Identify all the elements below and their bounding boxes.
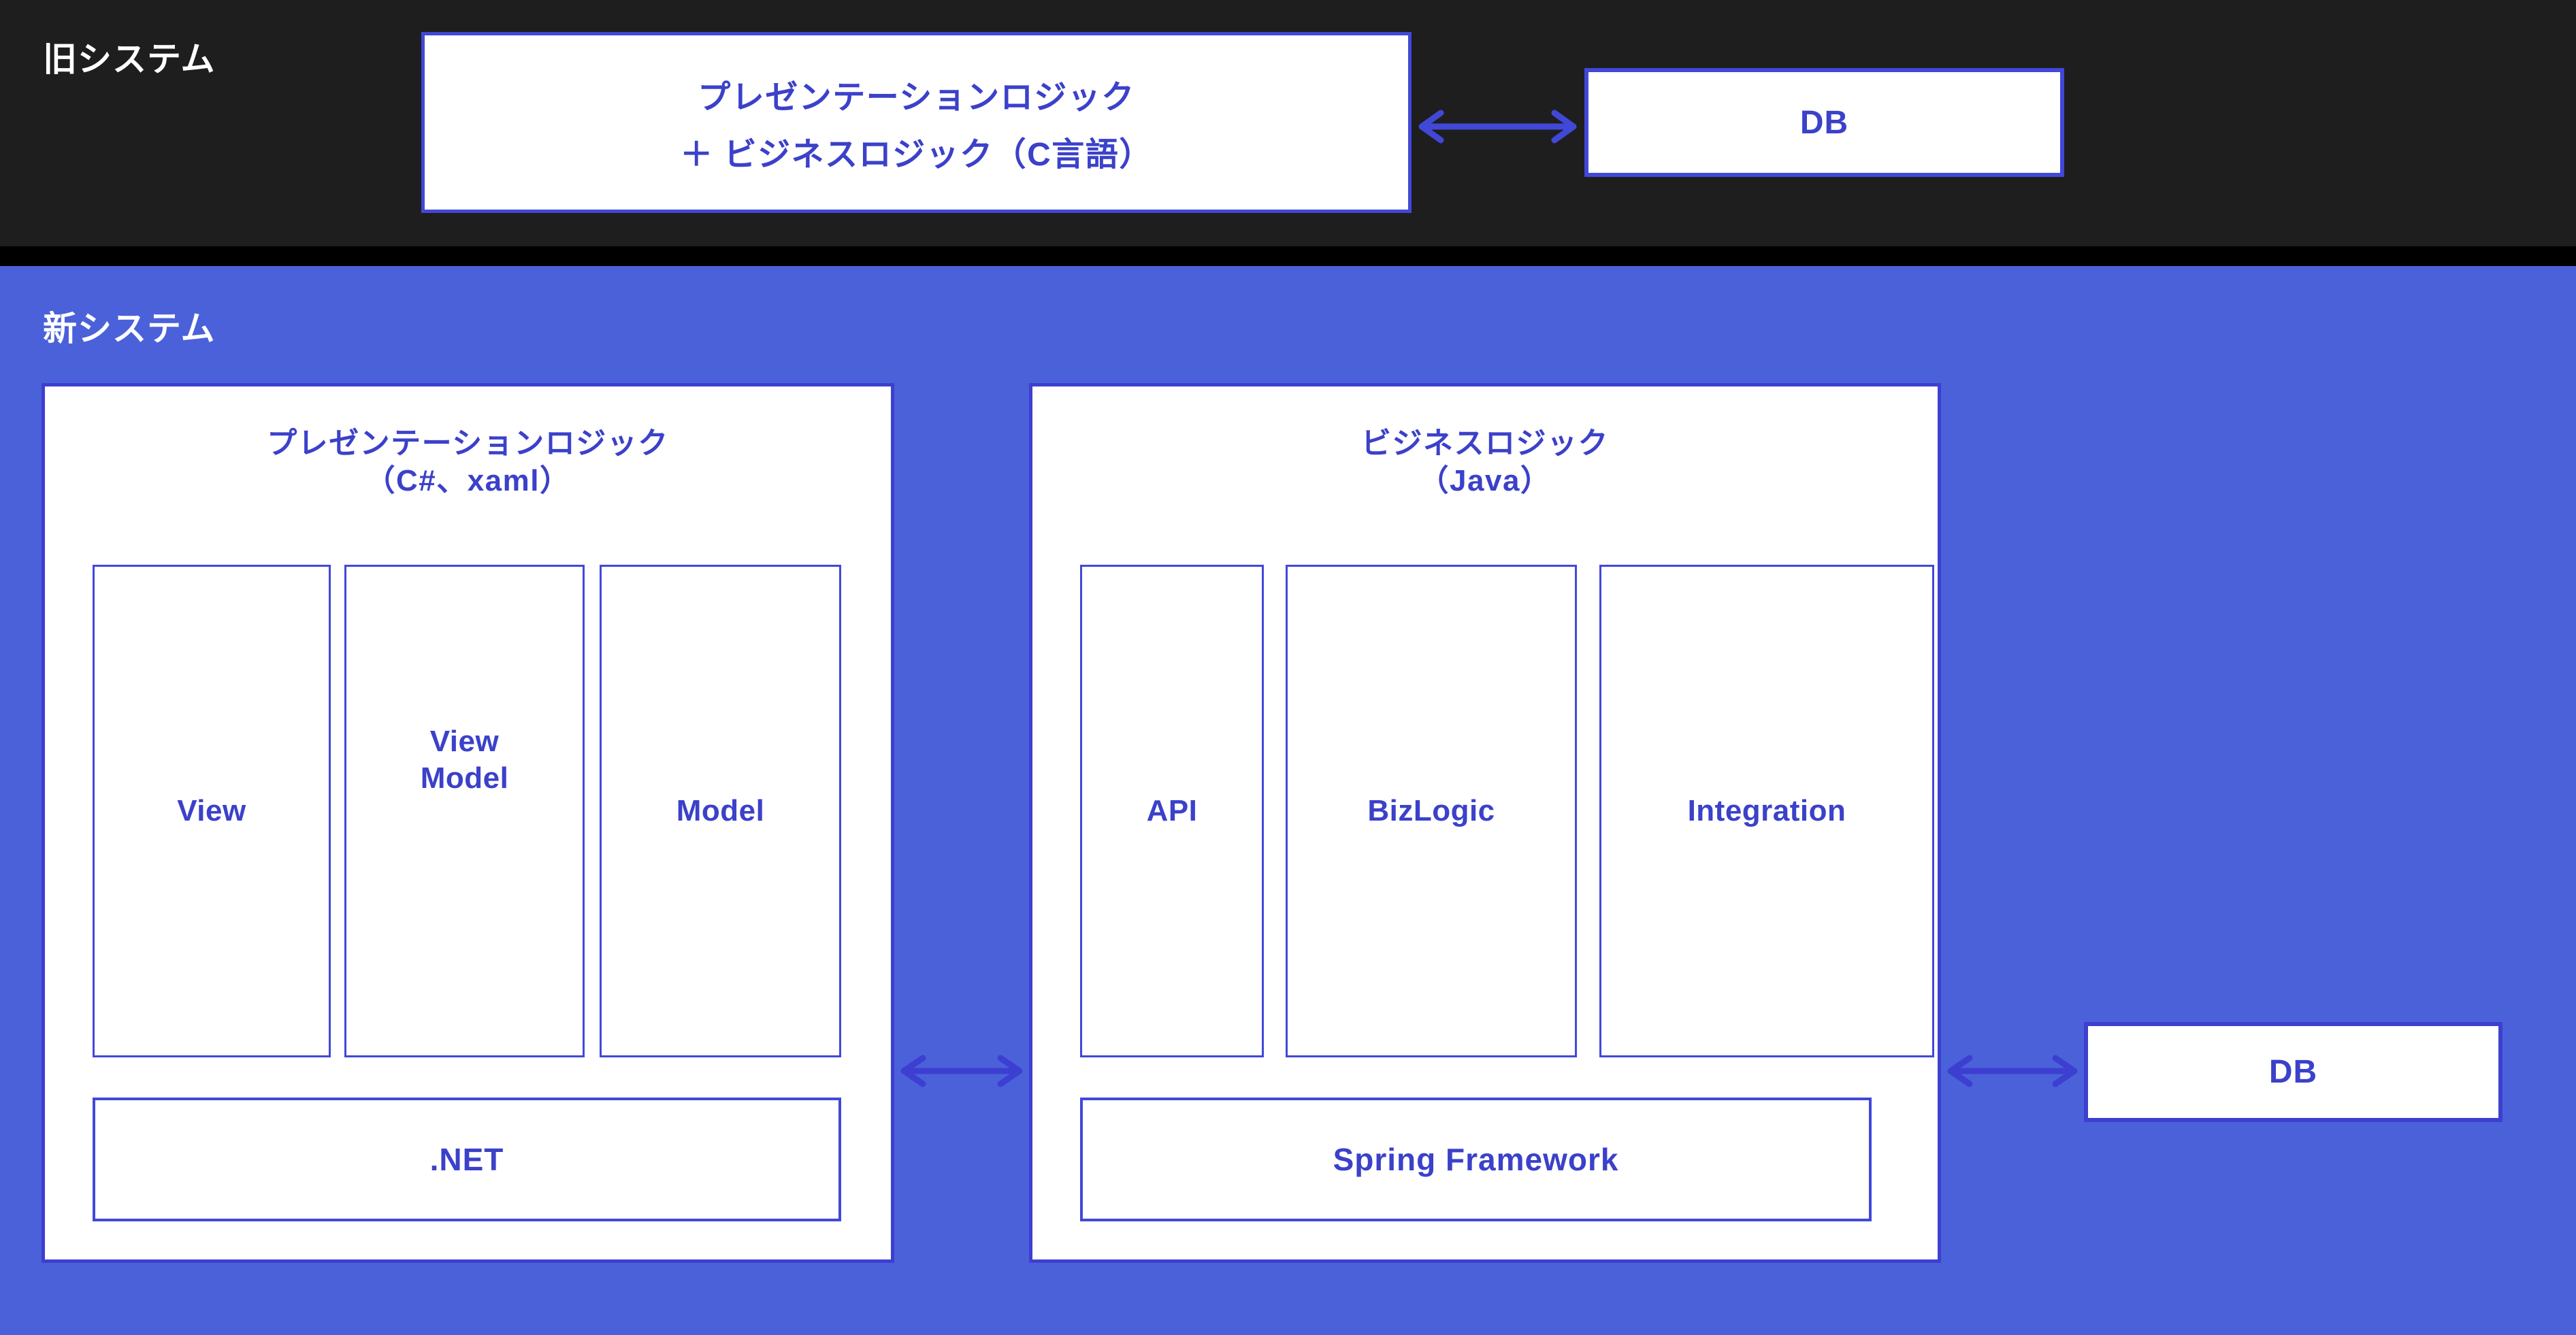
- presentation-logic-panel: プレゼンテーションロジック （C#、xaml） View View Model …: [42, 383, 894, 1263]
- business-logic-panel: ビジネスロジック （Java） API BizLogic Integration…: [1029, 383, 1941, 1263]
- new-db-label: DB: [2268, 1054, 2318, 1090]
- bidirectional-arrow-icon: [1947, 1055, 2078, 1087]
- business-title-line2: （Java）: [1418, 464, 1552, 497]
- integration-box-label: Integration: [1687, 794, 1846, 828]
- new-system-band: 新システム プレゼンテーションロジック （C#、xaml） View View …: [0, 266, 2576, 1335]
- view-box-label: View: [177, 794, 246, 828]
- new-system-label: 新システム: [43, 310, 216, 348]
- bidirectional-arrow-icon: [900, 1055, 1023, 1087]
- dotnet-framework-label: .NET: [429, 1142, 504, 1177]
- view-model-box-label: View Model: [421, 723, 509, 796]
- api-box: API: [1080, 565, 1264, 1057]
- spring-framework-box: Spring Framework: [1080, 1098, 1872, 1221]
- business-title-line1: ビジネスロジック: [1361, 427, 1609, 460]
- view-model-label-line2: Model: [420, 761, 509, 795]
- model-box-label: Model: [676, 794, 765, 828]
- old-db-label: DB: [1799, 104, 1849, 141]
- presentation-title-line2: （C#、xaml）: [365, 464, 571, 497]
- business-panel-title: ビジネスロジック （Java）: [1032, 425, 1938, 499]
- old-system-band: 旧システム プレゼンテーションロジック ＋ ビジネスロジック（C言語） DB: [0, 0, 2576, 246]
- api-box-label: API: [1146, 794, 1198, 828]
- dotnet-framework-box: .NET: [93, 1098, 841, 1221]
- view-model-box: View Model: [344, 565, 585, 1057]
- model-box: Model: [600, 565, 841, 1057]
- legacy-box-line2: ＋ ビジネスロジック（C言語）: [680, 137, 1153, 173]
- presentation-title-line1: プレゼンテーションロジック: [267, 427, 669, 460]
- view-box: View: [93, 565, 331, 1057]
- presentation-panel-title: プレゼンテーションロジック （C#、xaml）: [45, 425, 891, 499]
- spring-framework-label: Spring Framework: [1333, 1142, 1619, 1177]
- view-model-label-line1: View: [429, 725, 500, 758]
- bidirectional-arrow-icon: [1418, 110, 1577, 144]
- integration-box: Integration: [1599, 565, 1934, 1057]
- bizlogic-box: BizLogic: [1286, 565, 1577, 1057]
- old-db-box: DB: [1584, 68, 2064, 177]
- old-system-label: 旧システム: [43, 40, 216, 78]
- bizlogic-box-label: BizLogic: [1367, 794, 1495, 828]
- legacy-monolith-box: プレゼンテーションロジック ＋ ビジネスロジック（C言語）: [421, 32, 1412, 213]
- legacy-box-line1: プレゼンテーションロジック: [698, 80, 1135, 116]
- new-db-box: DB: [2084, 1022, 2502, 1122]
